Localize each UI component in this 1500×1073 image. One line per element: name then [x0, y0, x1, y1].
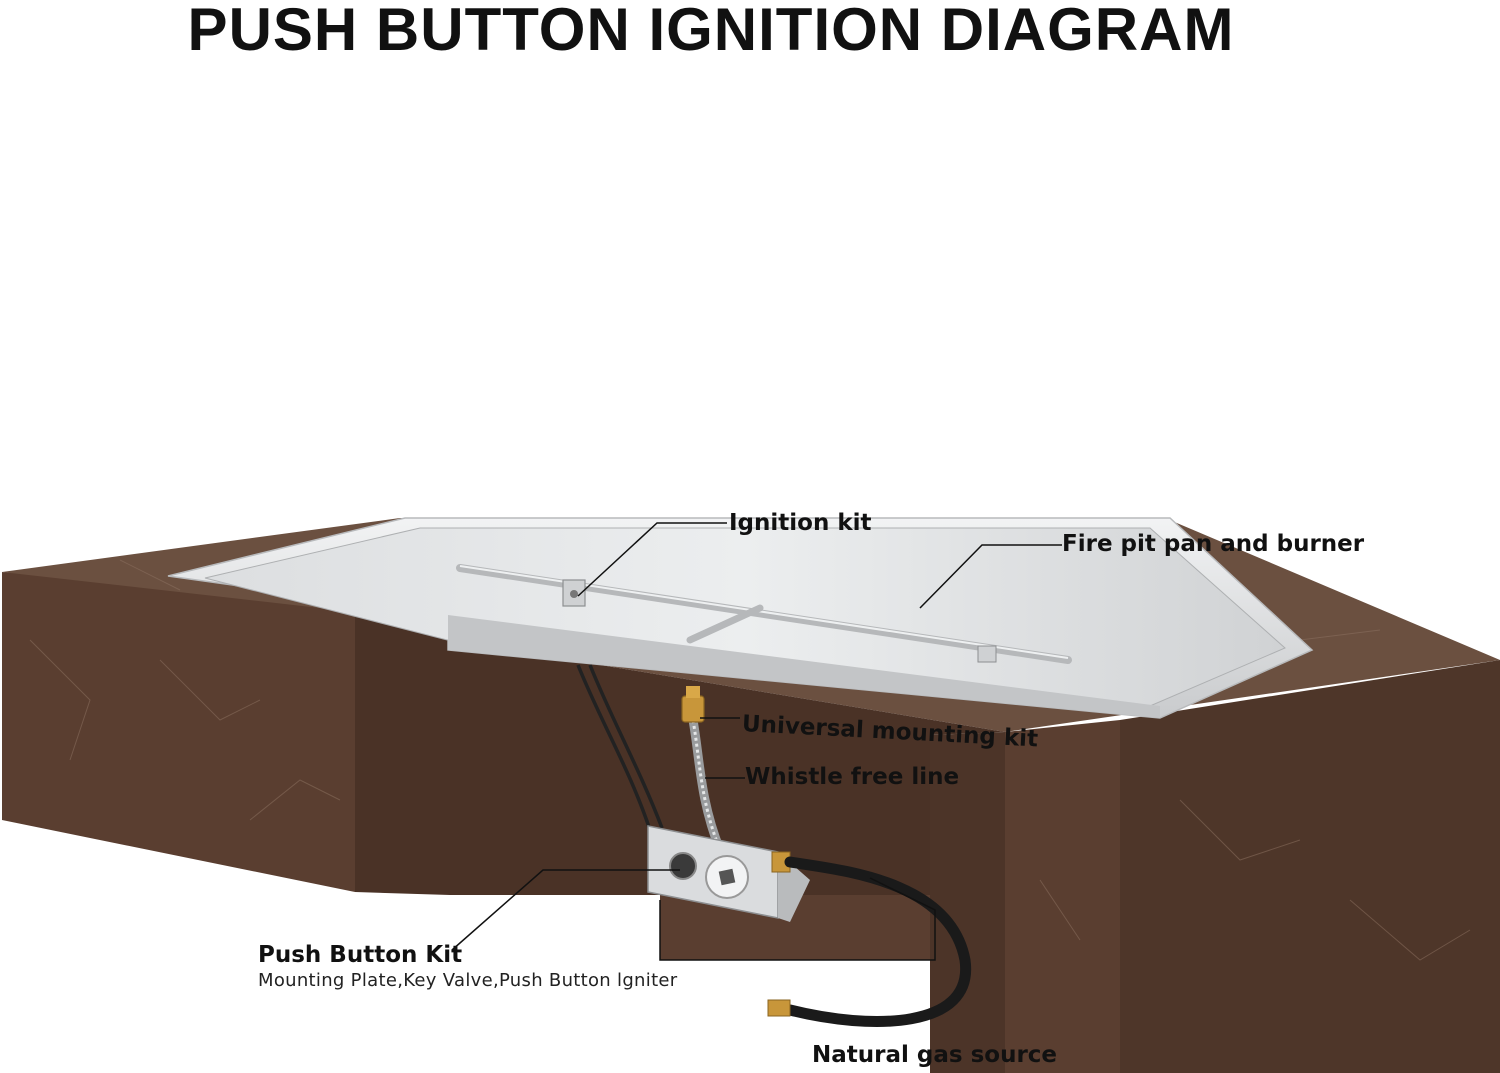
- leader-ignition-kit: [577, 522, 727, 597]
- leader-natural-gas: [659, 877, 936, 961]
- push-button-kit-plate: [647, 825, 810, 922]
- callout-push-button-kit: Push Button Kit: [258, 942, 463, 968]
- leader-fire-pit-pan: [919, 544, 1062, 609]
- stone-right-front: [1005, 720, 1120, 1073]
- gas-supply-hose: [767, 856, 972, 1028]
- burner-tube: [456, 564, 1072, 664]
- pan-bottom-face: [448, 615, 1160, 718]
- fire-pit-pan: [167, 517, 1314, 719]
- callout-push-button-kit-detail: Mounting Plate,Key Valve,Push Button lgn…: [258, 970, 678, 991]
- diagram-title: PUSH BUTTON IGNITION DIAGRAM: [187, 0, 1235, 63]
- push-button-igniter: [669, 852, 697, 880]
- callout-ignition-kit: Ignition kit: [729, 510, 872, 536]
- callout-natural-gas-source: Natural gas source: [812, 1042, 1058, 1068]
- leader-push-button-kit: [451, 869, 680, 951]
- burner-crossbar: [686, 604, 764, 644]
- stone-right-side: [1120, 660, 1500, 1073]
- gas-source-fitting: [767, 999, 791, 1017]
- stone-left-side: [355, 605, 450, 895]
- callout-fire-pit-pan: Fire pit pan and burner: [1062, 531, 1365, 557]
- stone-lower-ledge: [660, 895, 930, 960]
- stone-back-inner-wall: [450, 640, 1005, 895]
- whistle-free-line: [681, 686, 725, 852]
- stone-left-front: [2, 572, 355, 892]
- callout-whistle-free-line: Whistle free line: [745, 764, 960, 790]
- callout-leaders: [451, 522, 1062, 961]
- igniter-wires: [576, 664, 664, 831]
- stone-right-inner: [930, 732, 1005, 1073]
